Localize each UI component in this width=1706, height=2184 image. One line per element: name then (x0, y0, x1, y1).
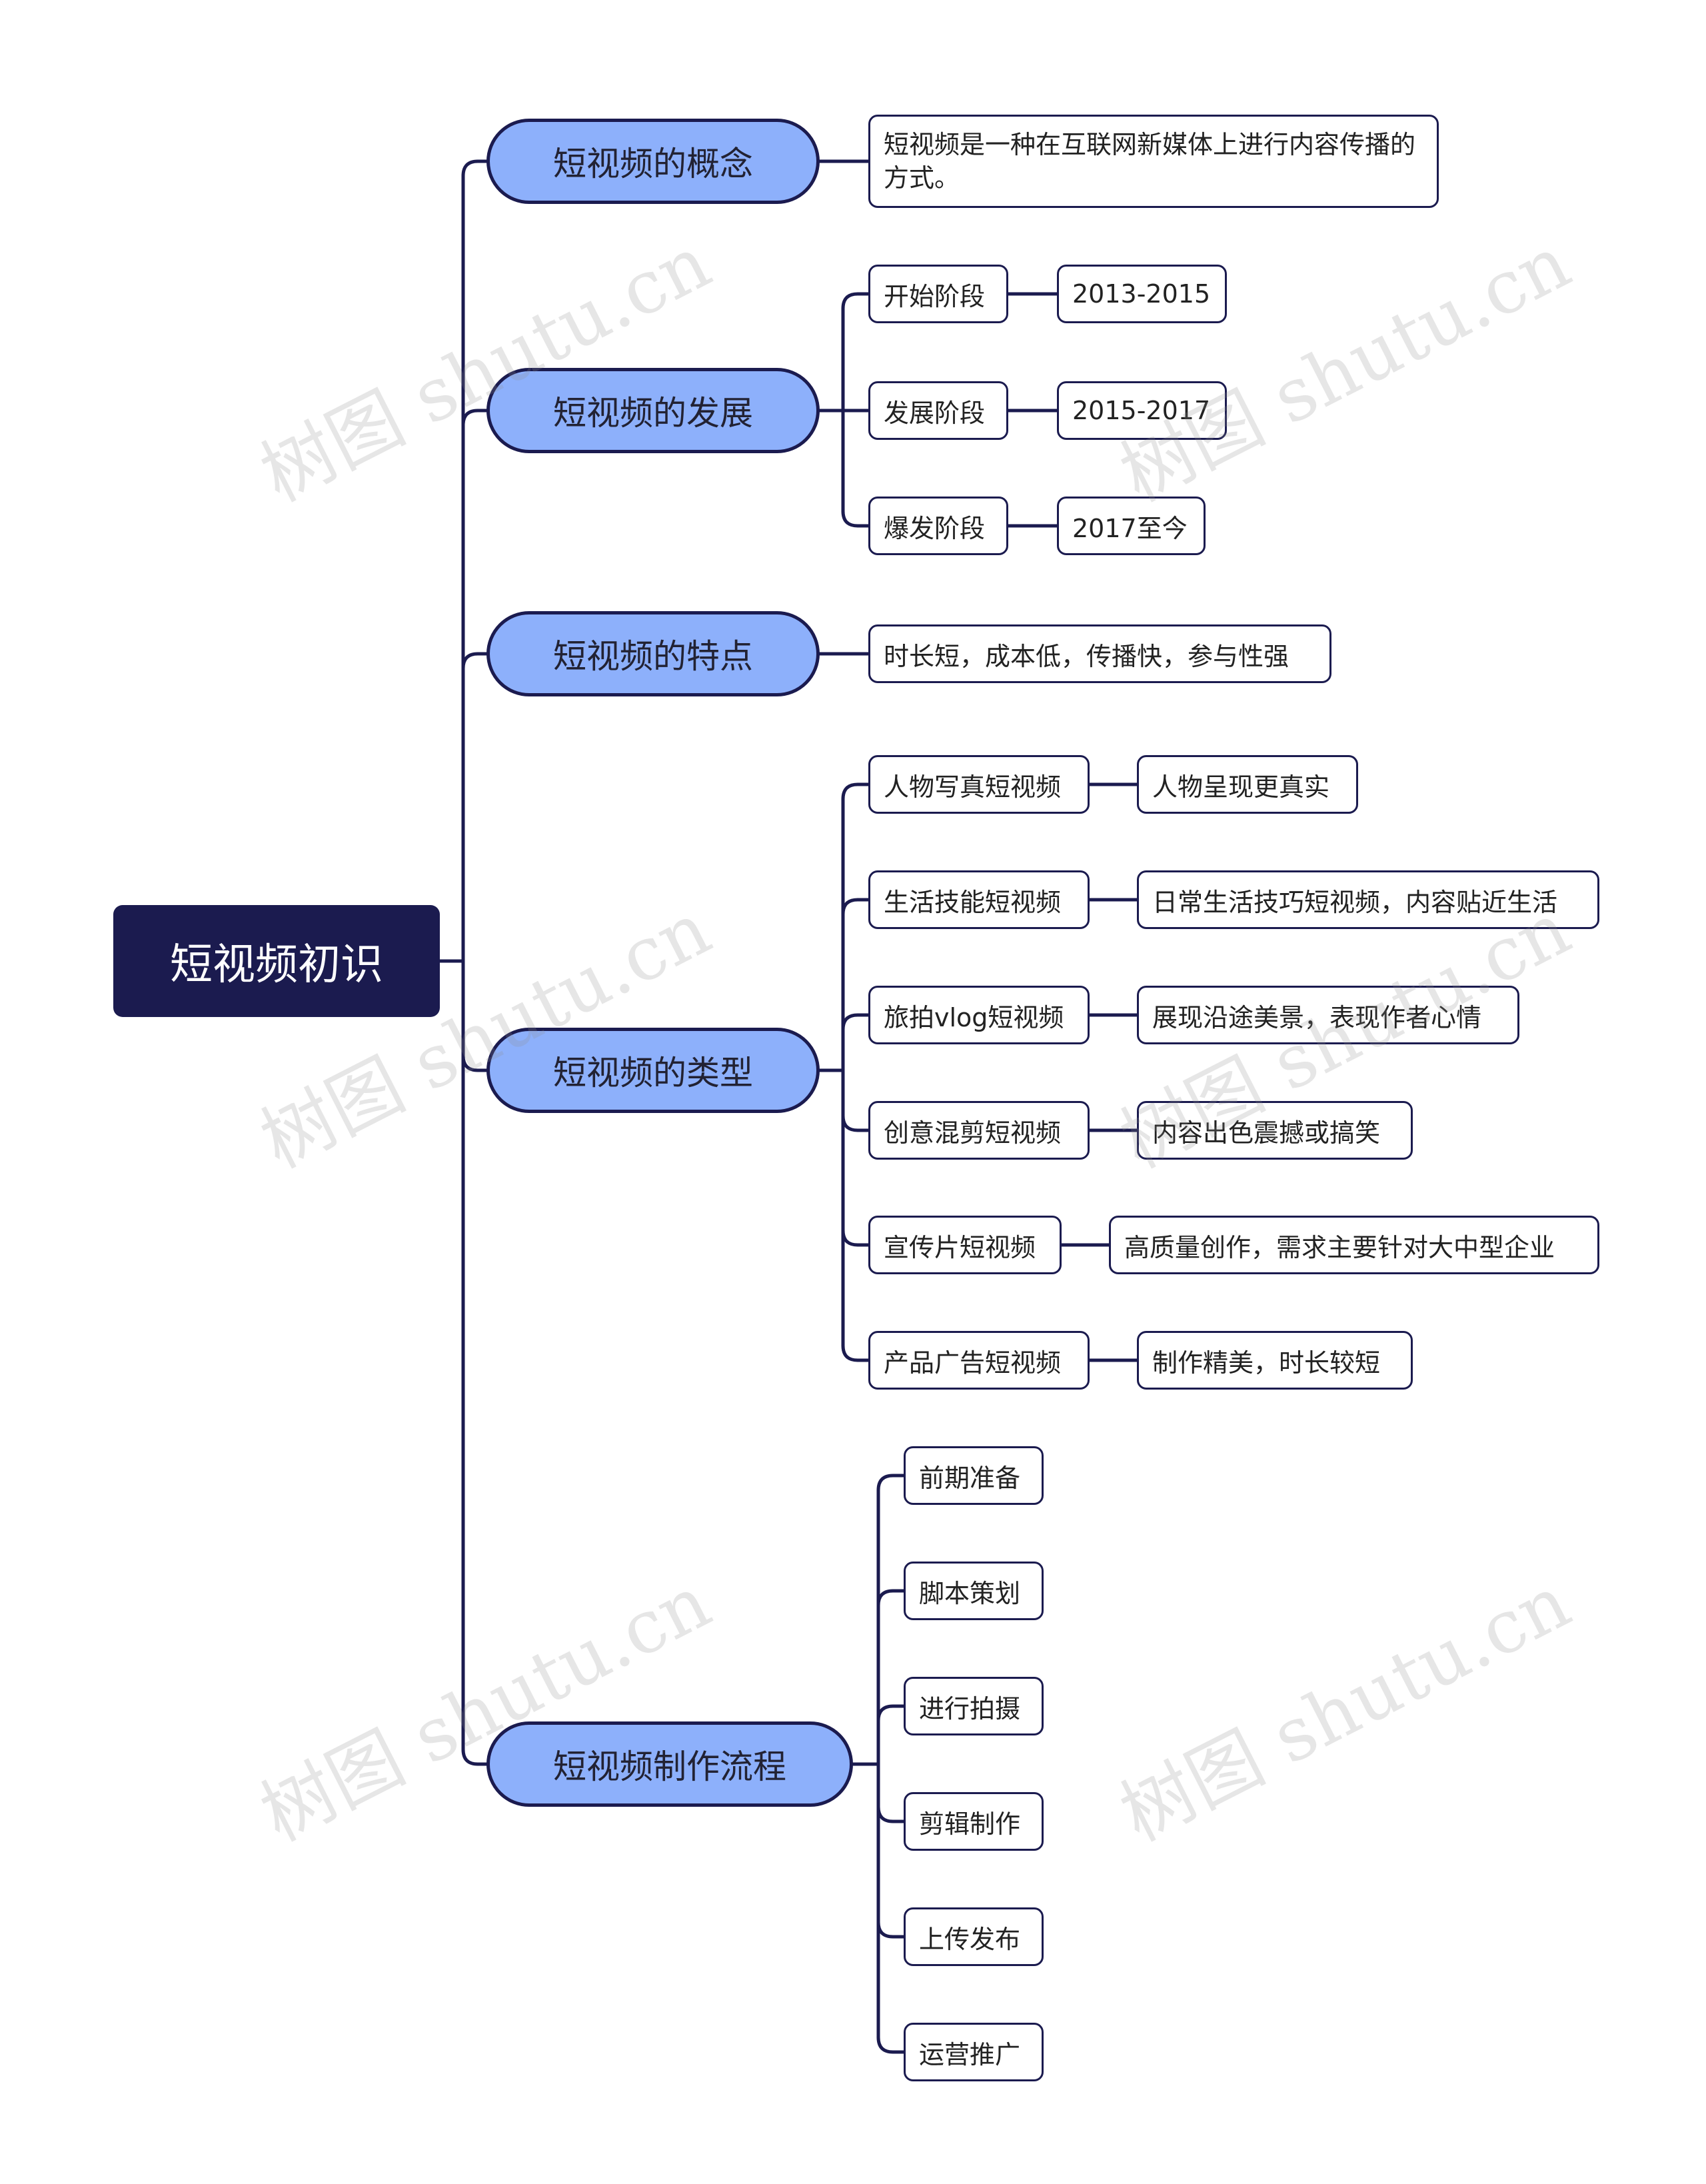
type-remix-desc[interactable]: 内容出色震撼或搞笑 (1137, 1101, 1413, 1160)
type-remix[interactable]: 创意混剪短视频 (868, 1101, 1090, 1160)
connector-line (461, 1054, 488, 1072)
stage-boom[interactable]: 爆发阶段 (868, 497, 1008, 555)
connector-line (841, 1013, 870, 1032)
branch-workflow[interactable]: 短视频制作流程 (486, 1721, 853, 1807)
stage-start[interactable]: 开始阶段 (868, 265, 1008, 323)
connector-line (876, 1474, 906, 1492)
step-editing[interactable]: 剪辑制作 (904, 1792, 1044, 1851)
branch-features[interactable]: 短视频的特点 (486, 611, 820, 696)
stage-start-years[interactable]: 2013-2015 (1057, 265, 1227, 323)
concept-definition[interactable]: 短视频是一种在互联网新媒体上进行内容传播的方式。 (868, 115, 1439, 208)
step-operation[interactable]: 运营推广 (904, 2023, 1044, 2081)
watermark: 树图 shutu.cn (247, 1559, 724, 1858)
branch-development[interactable]: 短视频的发展 (486, 368, 820, 453)
connector-line (461, 409, 488, 427)
connector-line (841, 782, 870, 801)
connector-line (461, 652, 488, 670)
connector-line (461, 1747, 488, 1766)
watermark: 树图 shutu.cn (1107, 219, 1583, 519)
type-life-skills-desc[interactable]: 日常生活技巧短视频，内容贴近生活 (1137, 870, 1599, 929)
step-shooting[interactable]: 进行拍摄 (904, 1677, 1044, 1735)
connector-line (876, 1589, 906, 1608)
connector-line (841, 1114, 870, 1132)
watermark: 树图 shutu.cn (247, 219, 724, 519)
type-life-skills[interactable]: 生活技能短视频 (868, 870, 1090, 929)
type-promo[interactable]: 宣传片短视频 (868, 1216, 1062, 1274)
connector-line (841, 292, 870, 311)
step-preparation[interactable]: 前期准备 (904, 1446, 1044, 1505)
connector-line (841, 1344, 870, 1362)
branch-types[interactable]: 短视频的类型 (486, 1028, 820, 1113)
type-product-ad-desc[interactable]: 制作精美，时长较短 (1137, 1331, 1413, 1390)
connector-line (841, 898, 870, 916)
connector-line (876, 1805, 906, 1823)
type-vlog[interactable]: 旅拍vlog短视频 (868, 986, 1090, 1044)
step-publishing[interactable]: 上传发布 (904, 1907, 1044, 1966)
connector-line (876, 1920, 906, 1939)
connector-line (841, 509, 870, 528)
type-product-ad[interactable]: 产品广告短视频 (868, 1331, 1090, 1390)
type-portrait[interactable]: 人物写真短视频 (868, 755, 1090, 814)
branch-concept[interactable]: 短视频的概念 (486, 119, 820, 204)
connector-line (461, 159, 488, 178)
type-portrait-desc[interactable]: 人物呈现更真实 (1137, 755, 1358, 814)
watermark: 树图 shutu.cn (1107, 1559, 1583, 1858)
stage-growth[interactable]: 发展阶段 (868, 381, 1008, 440)
stage-growth-years[interactable]: 2015-2017 (1057, 381, 1227, 440)
type-vlog-desc[interactable]: 展现沿途美景，表现作者心情 (1137, 986, 1519, 1044)
connector-line (876, 2035, 906, 2054)
root-node[interactable]: 短视频初识 (113, 905, 440, 1017)
connector-line (841, 1228, 870, 1247)
stage-boom-years[interactable]: 2017至今 (1057, 497, 1206, 555)
connector-line (876, 1704, 906, 1723)
type-promo-desc[interactable]: 高质量创作，需求主要针对大中型企业 (1109, 1216, 1599, 1274)
features-text[interactable]: 时长短，成本低，传播快，参与性强 (868, 624, 1331, 683)
step-scripting[interactable]: 脚本策划 (904, 1562, 1044, 1620)
